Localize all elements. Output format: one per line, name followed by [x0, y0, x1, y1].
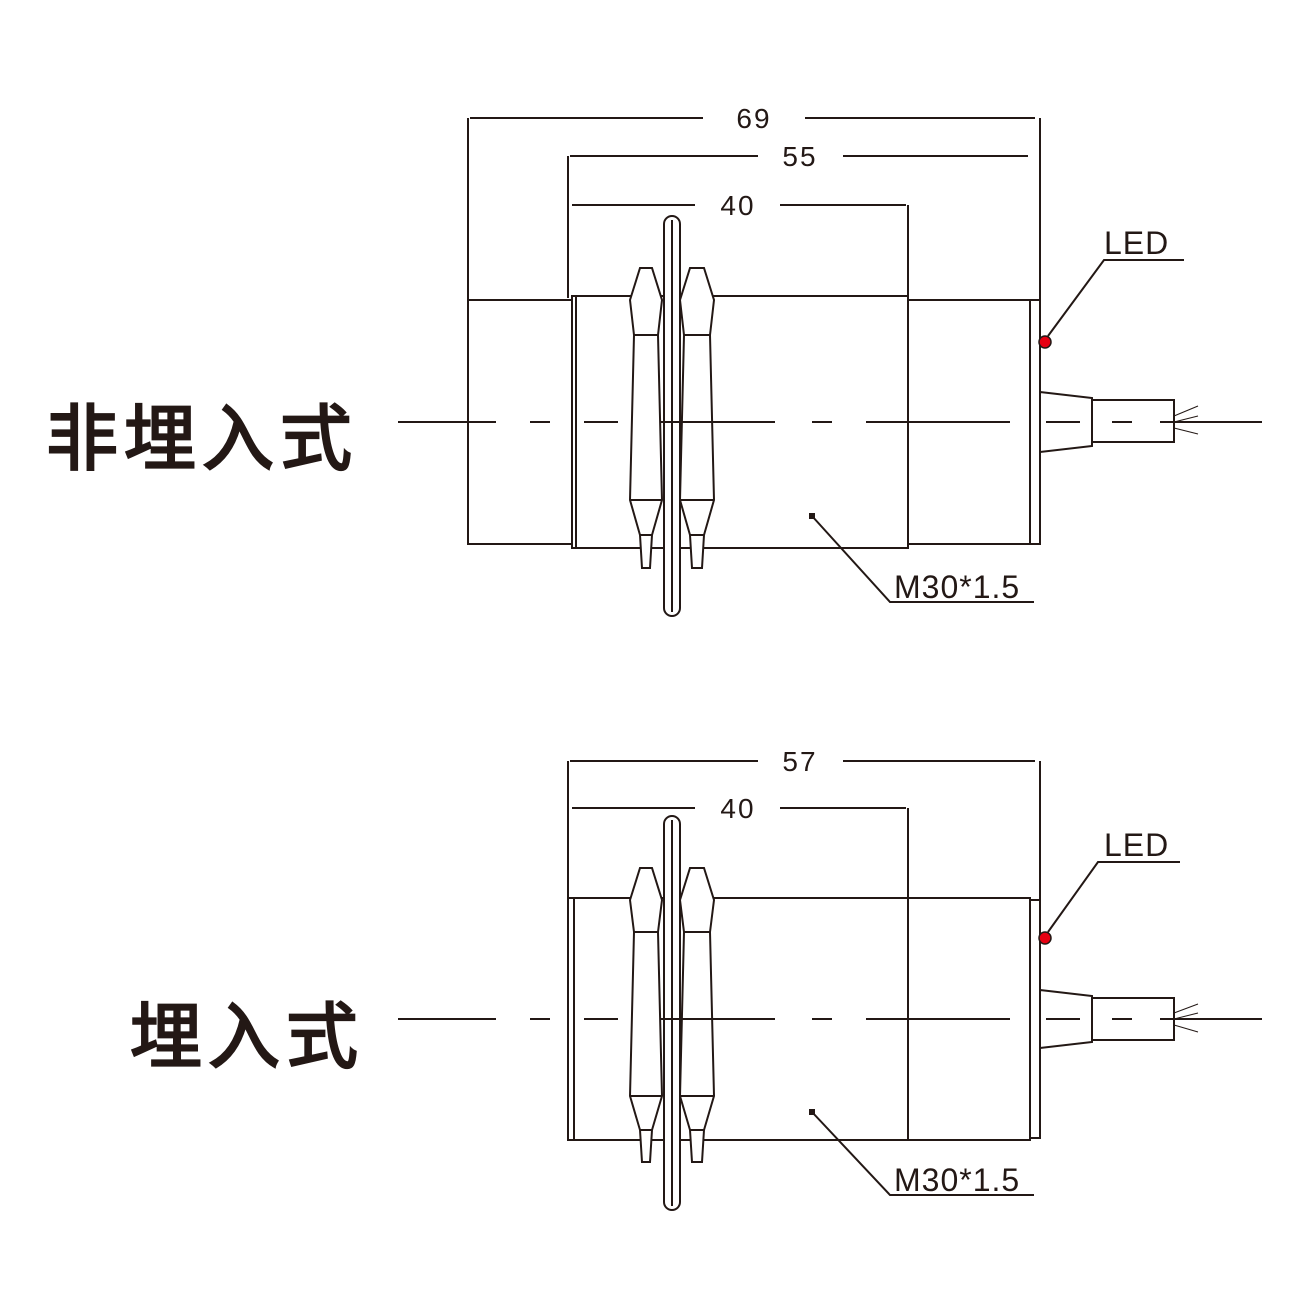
non-flush-type-label: 非埋入式 [46, 397, 359, 481]
bottom-dim-40-label: 40 [720, 793, 755, 824]
top-nut-right [678, 267, 716, 569]
top-led-icon [1038, 335, 1052, 349]
top-cable-gland [1039, 390, 1199, 454]
bottom-sensor [398, 760, 1262, 1211]
top-end-cap [1029, 299, 1041, 545]
bottom-nut-left [628, 867, 664, 1163]
top-led-label: LED [1104, 225, 1169, 261]
bottom-led-icon [1038, 931, 1052, 945]
bottom-thread-label: M30*1.5 [894, 1162, 1020, 1198]
bottom-led-label: LED [1104, 827, 1169, 863]
top-led-leader [1047, 259, 1184, 337]
top-dim-55-line [567, 155, 1028, 298]
top-washer [663, 215, 681, 617]
top-dim-55-label: 55 [782, 141, 817, 172]
bottom-nut-right [678, 867, 716, 1163]
top-dim-69-label: 69 [736, 103, 771, 134]
top-sensor [398, 117, 1262, 617]
top-nut-left [628, 267, 664, 569]
top-dim-40-line [572, 204, 909, 298]
top-thread-label: M30*1.5 [894, 569, 1020, 605]
top-dim-40-label: 40 [720, 190, 755, 221]
bottom-cable-gland [1039, 988, 1199, 1050]
flush-type-label: 埋入式 [130, 995, 365, 1079]
bottom-dim-57-label: 57 [782, 746, 817, 777]
bottom-thread-leader [811, 1111, 1034, 1196]
bottom-washer [663, 815, 681, 1211]
bottom-dim-57-line [567, 760, 1041, 900]
bottom-end-cap [1029, 899, 1041, 1139]
bottom-dim-40-line [572, 807, 909, 898]
bottom-led-leader [1047, 861, 1180, 933]
top-thread-leader [811, 515, 1034, 603]
top-dim-69-line [467, 117, 1041, 300]
